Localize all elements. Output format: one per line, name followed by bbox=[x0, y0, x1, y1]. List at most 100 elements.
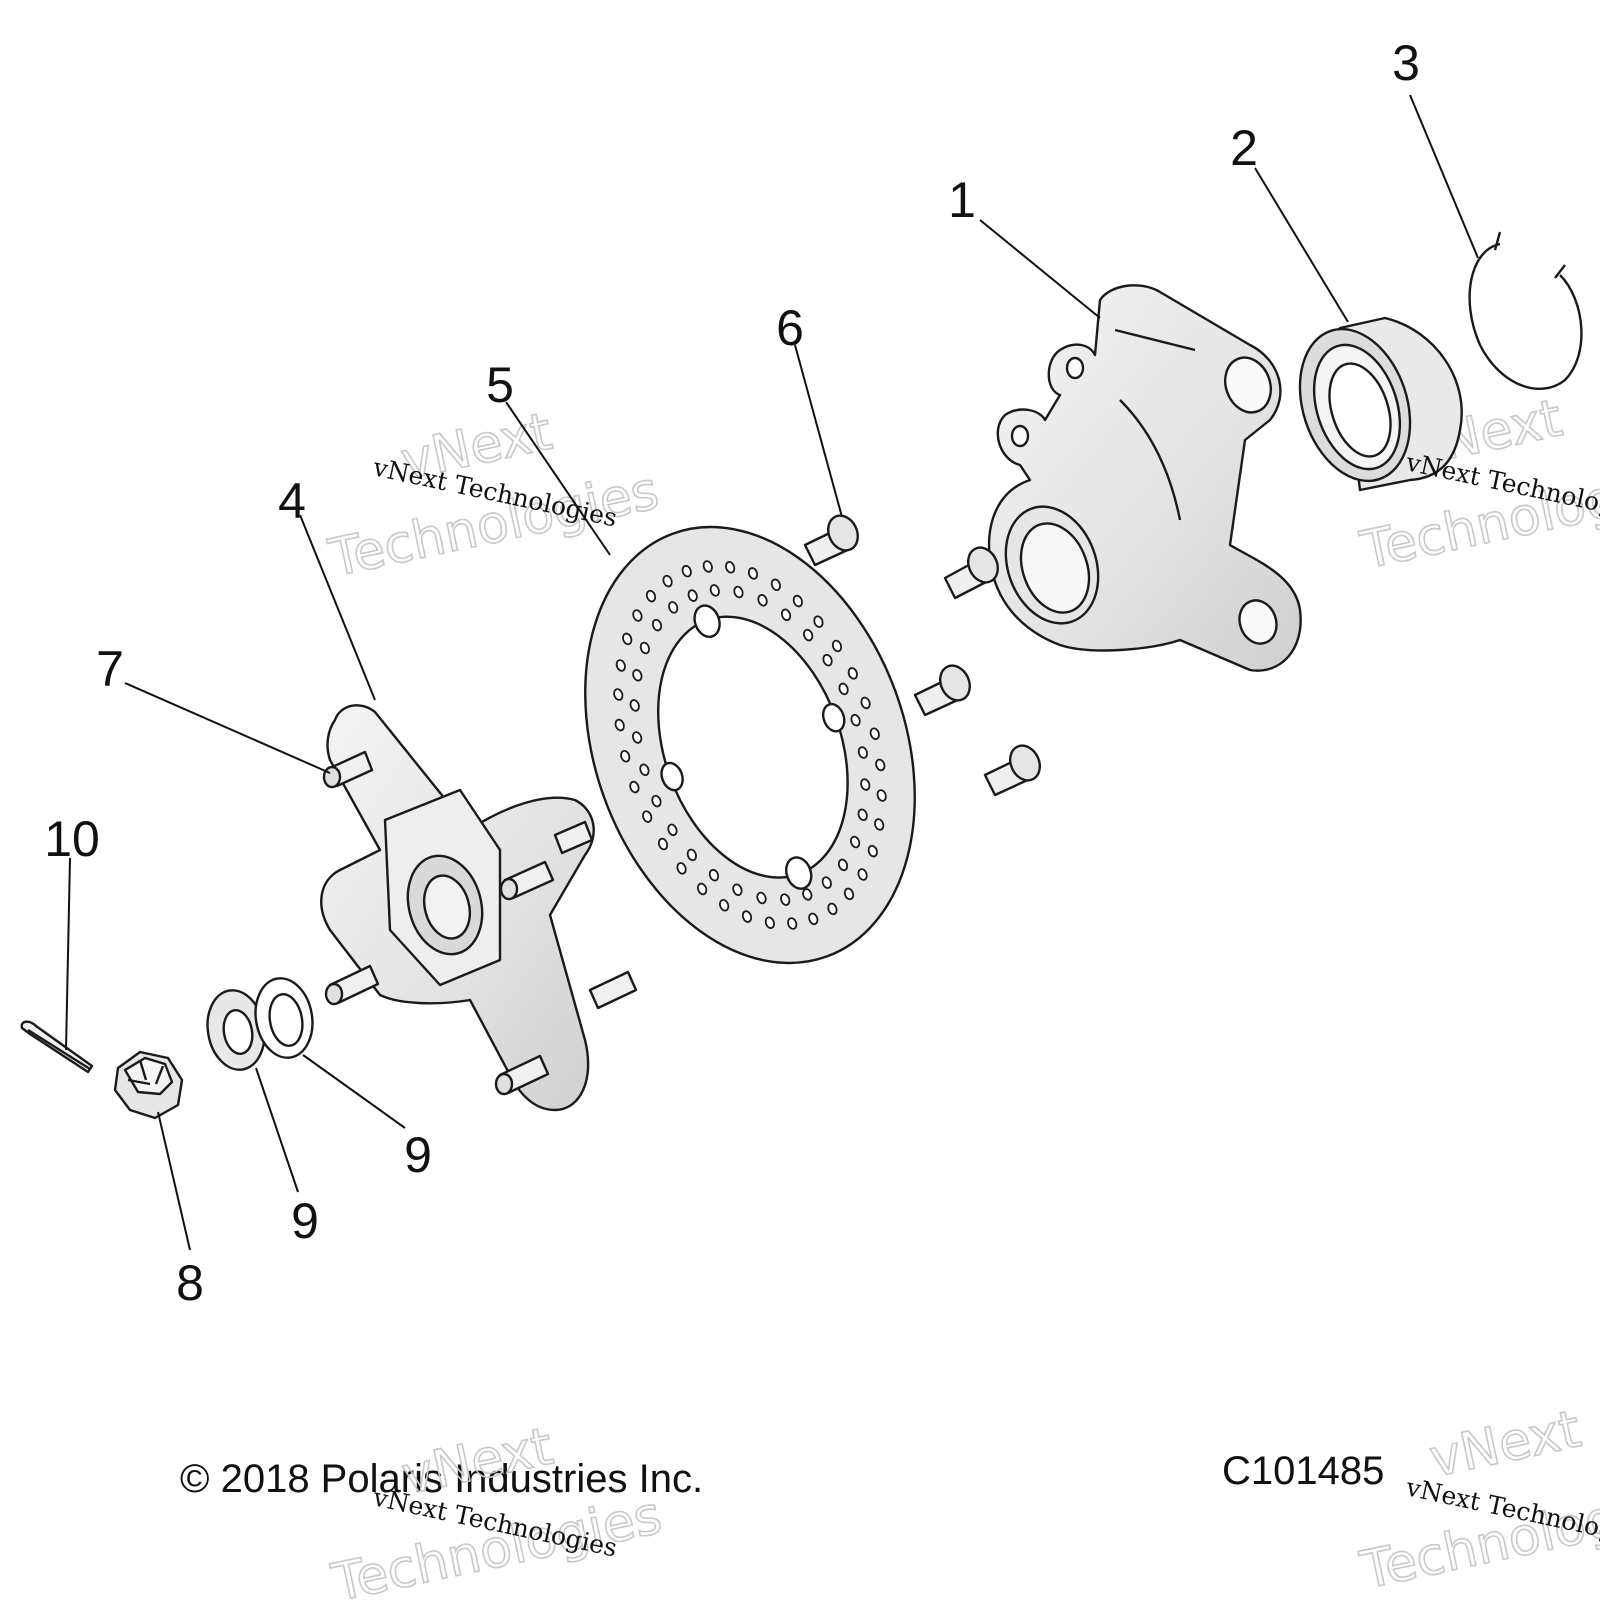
part-6-bolt-2 bbox=[943, 546, 999, 600]
rotor-hole bbox=[850, 835, 861, 849]
part-4-wheel-hub bbox=[320, 704, 638, 1112]
rotor-hole bbox=[686, 848, 697, 862]
rotor-hole bbox=[803, 628, 814, 642]
rotor-hole bbox=[780, 893, 791, 906]
rotor-hole bbox=[668, 601, 679, 614]
svg-text:vNext: vNext bbox=[1425, 1399, 1586, 1489]
rotor-hole bbox=[874, 818, 885, 831]
rotor-hole bbox=[662, 574, 673, 588]
rotor-hole bbox=[651, 794, 662, 808]
part-7-wheel-stud-5 bbox=[588, 970, 638, 1010]
callout-7: 7 bbox=[96, 641, 124, 697]
rotor-hole bbox=[827, 902, 838, 916]
rotor-hole bbox=[741, 910, 753, 923]
rotor-hole bbox=[681, 564, 692, 578]
callout-2: 2 bbox=[1230, 120, 1258, 176]
rotor-hole bbox=[709, 584, 720, 597]
rotor-hole bbox=[622, 632, 633, 646]
rotor-hole bbox=[876, 789, 887, 802]
part-7-wheel-stud-6 bbox=[494, 1054, 550, 1096]
part-7-wheel-stud-4 bbox=[324, 964, 380, 1006]
rotor-hole bbox=[787, 917, 798, 930]
rotor-hole bbox=[747, 567, 759, 580]
part-6-bolt-1 bbox=[803, 514, 859, 567]
part-9-washer-2 bbox=[254, 977, 314, 1059]
rotor-hole bbox=[808, 912, 819, 926]
rotor-hole bbox=[639, 763, 650, 777]
rotor-hole bbox=[687, 589, 698, 602]
rotor-hole bbox=[860, 778, 871, 791]
part-3-retaining-ring bbox=[1468, 231, 1583, 390]
callout-1: 1 bbox=[948, 172, 976, 228]
part-7-wheel-stud-1 bbox=[322, 750, 374, 789]
rotor-hole bbox=[702, 560, 713, 573]
rotor-hole bbox=[732, 883, 743, 896]
rotor-hole bbox=[613, 688, 624, 701]
part-6-bolt-4 bbox=[983, 744, 1041, 797]
leader-lines bbox=[65, 94, 1479, 1251]
part-1-knuckle bbox=[987, 284, 1302, 672]
callout-9-lower: 9 bbox=[291, 1193, 319, 1249]
rotor-hole bbox=[875, 758, 886, 772]
part-7-wheel-stud-2 bbox=[553, 820, 594, 855]
rotor-hole bbox=[629, 699, 640, 712]
rotor-hole bbox=[837, 858, 849, 872]
part-10-cotter-pin bbox=[20, 1020, 94, 1074]
rotor-hole bbox=[780, 608, 792, 622]
rotor-drill-holes bbox=[613, 560, 887, 930]
rotor-hole bbox=[831, 639, 843, 653]
part-8-castle-nut bbox=[113, 1050, 184, 1120]
rotor-hole bbox=[757, 594, 768, 607]
rotor-hole bbox=[860, 696, 871, 710]
rotor-hole bbox=[632, 609, 643, 622]
part-7-wheel-stud-3 bbox=[499, 860, 555, 901]
rotor-hole bbox=[632, 731, 643, 744]
rotor-hole bbox=[764, 916, 775, 929]
callout-10: 10 bbox=[44, 811, 100, 867]
rotor-hole bbox=[857, 746, 868, 759]
rotor-hole bbox=[857, 868, 868, 881]
rotor-hole bbox=[813, 615, 824, 628]
rotor-hole bbox=[869, 727, 880, 740]
rotor-hole bbox=[725, 561, 736, 574]
rotor-hole bbox=[632, 668, 643, 682]
rotor-hole bbox=[620, 750, 631, 763]
rotor-hole bbox=[821, 876, 832, 889]
callout-4: 4 bbox=[278, 473, 306, 529]
rotor-hole bbox=[676, 862, 687, 875]
rotor-hole bbox=[847, 667, 858, 680]
rotor-hole bbox=[708, 868, 720, 882]
figure-code: C101485 bbox=[1222, 1449, 1384, 1493]
copyright-notice: © 2018 Polaris Industries Inc. bbox=[180, 1457, 703, 1501]
part-2-bearing bbox=[1298, 316, 1463, 492]
callout-8: 8 bbox=[176, 1255, 204, 1311]
callout-5: 5 bbox=[486, 357, 514, 413]
rotor-hole bbox=[867, 844, 878, 858]
rotor-hole bbox=[697, 882, 708, 896]
rotor-hole bbox=[642, 810, 653, 823]
rotor-hole bbox=[802, 888, 813, 901]
rotor-hole bbox=[770, 578, 781, 592]
rotor-hole bbox=[651, 618, 663, 632]
rotor-hole bbox=[657, 837, 669, 851]
rotor-hole bbox=[667, 823, 678, 837]
callout-3: 3 bbox=[1392, 35, 1420, 91]
rotor-hole bbox=[639, 641, 650, 655]
part-9-washer-1 bbox=[206, 989, 266, 1071]
callout-9-upper: 9 bbox=[404, 1127, 432, 1183]
rotor-hole bbox=[850, 713, 861, 727]
rotor-hole bbox=[733, 585, 744, 599]
rotor-hole bbox=[792, 594, 803, 608]
callout-6: 6 bbox=[776, 300, 804, 356]
rotor-hole bbox=[614, 718, 625, 732]
rotor-hole bbox=[838, 682, 849, 696]
rotor-hole bbox=[719, 898, 730, 912]
rotor-hole bbox=[615, 659, 626, 672]
rotor-hole bbox=[843, 887, 855, 901]
rotor-hole bbox=[822, 653, 833, 667]
rotor-hole bbox=[756, 891, 767, 905]
part-5-brake-rotor bbox=[584, 525, 916, 965]
part-6-bolt-3 bbox=[913, 664, 971, 717]
rotor-hole bbox=[857, 808, 868, 822]
